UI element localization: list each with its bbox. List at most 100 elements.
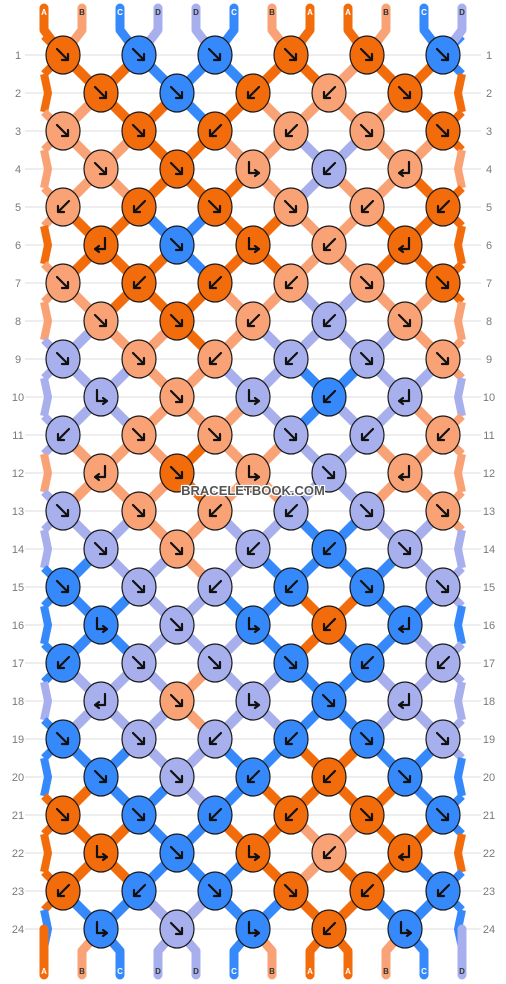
knot[interactable]: [349, 871, 385, 911]
knot[interactable]: [197, 339, 233, 379]
knot[interactable]: [45, 111, 81, 151]
knot[interactable]: [45, 871, 81, 911]
knot[interactable]: [197, 643, 233, 683]
knot[interactable]: [349, 339, 385, 379]
knot[interactable]: [197, 263, 233, 303]
knot[interactable]: [235, 681, 271, 721]
knot[interactable]: [235, 73, 271, 113]
knot[interactable]: [311, 529, 347, 569]
knot[interactable]: [159, 909, 195, 949]
knot[interactable]: [387, 909, 423, 949]
knot[interactable]: [159, 681, 195, 721]
knot[interactable]: [273, 339, 309, 379]
knot[interactable]: [349, 263, 385, 303]
knot[interactable]: [235, 605, 271, 645]
knot[interactable]: [425, 871, 461, 911]
knot[interactable]: [159, 377, 195, 417]
knot[interactable]: [83, 225, 119, 265]
knot[interactable]: [425, 187, 461, 227]
knot[interactable]: [273, 111, 309, 151]
knot[interactable]: [273, 187, 309, 227]
knot[interactable]: [311, 149, 347, 189]
knot[interactable]: [197, 567, 233, 607]
knot[interactable]: [83, 681, 119, 721]
knot[interactable]: [235, 757, 271, 797]
knot[interactable]: [235, 909, 271, 949]
knot[interactable]: [45, 567, 81, 607]
knot[interactable]: [273, 643, 309, 683]
knot[interactable]: [83, 833, 119, 873]
knot[interactable]: [349, 415, 385, 455]
knot[interactable]: [45, 795, 81, 835]
knot[interactable]: [311, 757, 347, 797]
knot[interactable]: [311, 453, 347, 493]
knot[interactable]: [349, 567, 385, 607]
knot[interactable]: [273, 491, 309, 531]
knot[interactable]: [235, 833, 271, 873]
knot[interactable]: [121, 339, 157, 379]
knot[interactable]: [121, 415, 157, 455]
knot[interactable]: [121, 491, 157, 531]
knot[interactable]: [121, 643, 157, 683]
knot[interactable]: [121, 795, 157, 835]
knot[interactable]: [235, 529, 271, 569]
knot[interactable]: [197, 719, 233, 759]
knot[interactable]: [387, 757, 423, 797]
knot[interactable]: [83, 757, 119, 797]
knot[interactable]: [387, 605, 423, 645]
knot[interactable]: [387, 225, 423, 265]
knot[interactable]: [311, 681, 347, 721]
knot[interactable]: [197, 795, 233, 835]
knot[interactable]: [197, 35, 233, 75]
knot[interactable]: [235, 301, 271, 341]
knot[interactable]: [349, 111, 385, 151]
knot[interactable]: [235, 377, 271, 417]
knot[interactable]: [197, 187, 233, 227]
knot[interactable]: [273, 795, 309, 835]
knot[interactable]: [425, 795, 461, 835]
knot[interactable]: [425, 719, 461, 759]
knot[interactable]: [311, 833, 347, 873]
knot[interactable]: [45, 643, 81, 683]
knot[interactable]: [349, 35, 385, 75]
knot[interactable]: [235, 453, 271, 493]
knot[interactable]: [425, 263, 461, 303]
knot[interactable]: [387, 301, 423, 341]
knot[interactable]: [83, 377, 119, 417]
knot[interactable]: [425, 491, 461, 531]
knot[interactable]: [83, 605, 119, 645]
knot[interactable]: [235, 225, 271, 265]
knot[interactable]: [83, 149, 119, 189]
knot[interactable]: [425, 415, 461, 455]
knot[interactable]: [159, 225, 195, 265]
knot[interactable]: [197, 415, 233, 455]
knot[interactable]: [45, 35, 81, 75]
knot[interactable]: [311, 225, 347, 265]
knot[interactable]: [197, 491, 233, 531]
knot[interactable]: [273, 871, 309, 911]
knot[interactable]: [349, 719, 385, 759]
knot[interactable]: [159, 757, 195, 797]
knot[interactable]: [311, 301, 347, 341]
knot[interactable]: [159, 149, 195, 189]
knot[interactable]: [387, 73, 423, 113]
knot[interactable]: [387, 149, 423, 189]
knot[interactable]: [235, 149, 271, 189]
knot[interactable]: [121, 111, 157, 151]
knot[interactable]: [425, 111, 461, 151]
knot[interactable]: [311, 909, 347, 949]
knot[interactable]: [273, 415, 309, 455]
knot[interactable]: [83, 453, 119, 493]
knot[interactable]: [83, 909, 119, 949]
knot[interactable]: [349, 643, 385, 683]
knot[interactable]: [121, 187, 157, 227]
knot[interactable]: [349, 187, 385, 227]
knot[interactable]: [159, 529, 195, 569]
knot[interactable]: [197, 111, 233, 151]
knot[interactable]: [121, 871, 157, 911]
knot[interactable]: [311, 73, 347, 113]
knot[interactable]: [425, 643, 461, 683]
knot[interactable]: [45, 415, 81, 455]
knot[interactable]: [311, 377, 347, 417]
knot[interactable]: [273, 719, 309, 759]
